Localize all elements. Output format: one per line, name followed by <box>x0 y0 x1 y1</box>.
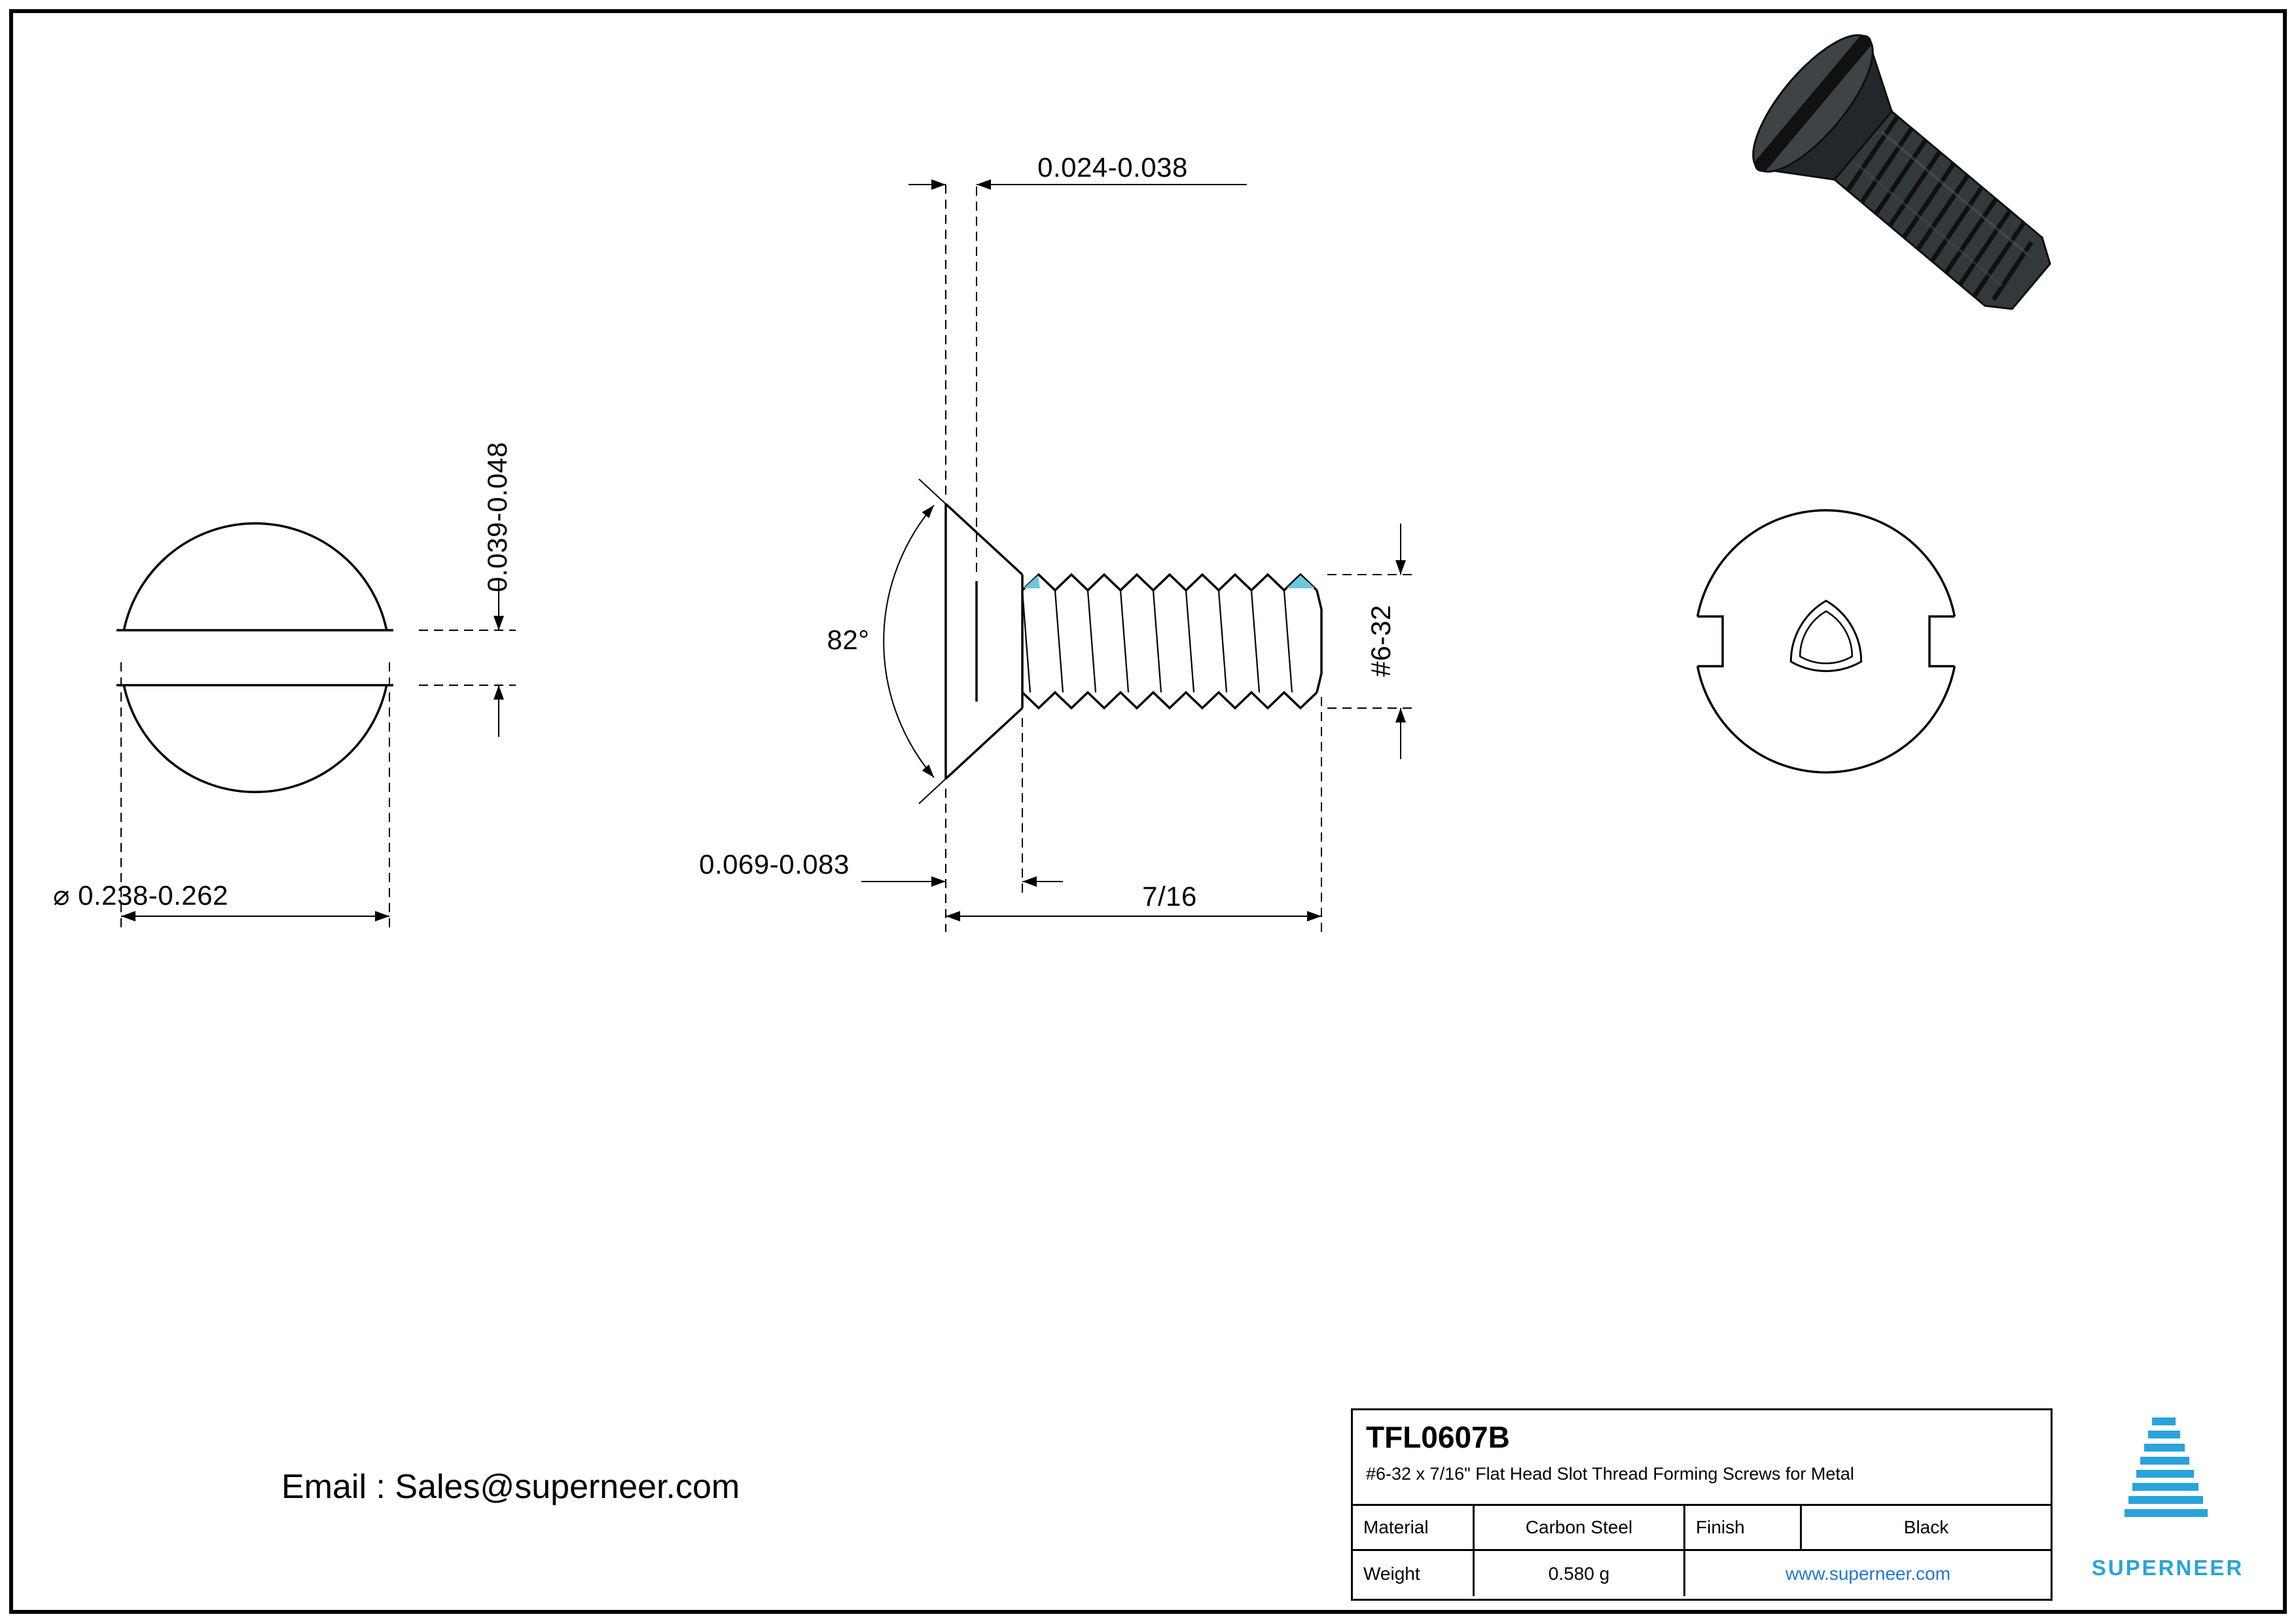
finish-value: Black <box>1800 1506 2051 1549</box>
screw-3d-render <box>1752 34 2051 310</box>
contact-email: Email : Sales@superneer.com <box>281 1468 740 1506</box>
finish-label: Finish <box>1683 1506 1800 1549</box>
side-view <box>861 179 1415 932</box>
front-view <box>117 522 516 931</box>
material-label: Material <box>1363 1517 1429 1537</box>
weight-value: 0.580 g <box>1473 1551 1683 1596</box>
dimension-slot-depth: 0.024-0.038 <box>1037 152 1188 183</box>
material-value: Carbon Steel <box>1473 1506 1683 1549</box>
title-block-row-material: Material Carbon Steel Finish Black <box>1353 1506 2051 1551</box>
website-link[interactable]: www.superneer.com <box>1683 1551 2051 1596</box>
page-border-frame <box>9 9 2287 1614</box>
dimension-head-diameter: ⌀ 0.238-0.262 <box>53 880 228 911</box>
weight-label: Weight <box>1363 1563 1420 1584</box>
part-description: #6-32 x 7/16" Flat Head Slot Thread Form… <box>1366 1464 1854 1484</box>
thread-end-highlight <box>1287 575 1315 588</box>
title-block: TFL0607B #6-32 x 7/16" Flat Head Slot Th… <box>1351 1408 2053 1601</box>
title-block-header: TFL0607B #6-32 x 7/16" Flat Head Slot Th… <box>1353 1410 2051 1506</box>
superneer-logo-icon <box>2125 1418 2208 1517</box>
brand-name: SUPERNEER <box>2091 1556 2244 1580</box>
dimension-thread-size: #6-32 <box>1365 605 1396 677</box>
end-view <box>1696 509 1956 774</box>
dimension-head-height: 0.069-0.083 <box>699 849 850 880</box>
thread-start-highlight <box>1024 575 1040 588</box>
dimension-countersink-angle: 82° <box>827 624 870 655</box>
part-number: TFL0607B <box>1366 1420 1510 1454</box>
dimension-screw-length: 7/16 <box>1142 881 1197 912</box>
title-block-row-weight: Weight 0.580 g www.superneer.com <box>1353 1551 2051 1596</box>
dimension-front-slot-width: 0.039-0.048 <box>482 442 512 592</box>
